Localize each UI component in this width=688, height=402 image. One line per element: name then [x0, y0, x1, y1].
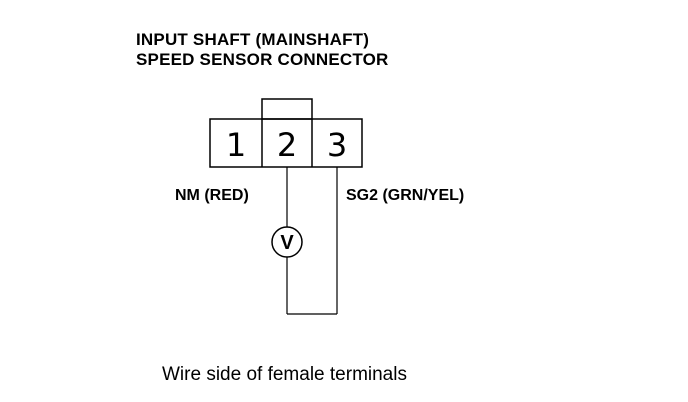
pin-1-label: 1 — [226, 126, 246, 164]
diagram-caption: Wire side of female terminals — [162, 364, 407, 385]
pin-3-label: 3 — [327, 126, 347, 164]
wire-label-sg2: SG2 (GRN/YEL) — [346, 187, 465, 204]
diagram-title-line-1: INPUT SHAFT (MAINSHAFT) — [136, 30, 370, 49]
wire-label-nm: NM (RED) — [175, 187, 249, 204]
connector-lock-tab — [261, 98, 313, 120]
voltmeter-icon: V — [271, 226, 303, 258]
pin-2-label: 2 — [277, 126, 297, 164]
connector-body — [209, 118, 363, 168]
voltmeter-symbol: V — [280, 232, 294, 254]
diagram-title-line-2: SPEED SENSOR CONNECTOR — [136, 50, 389, 69]
